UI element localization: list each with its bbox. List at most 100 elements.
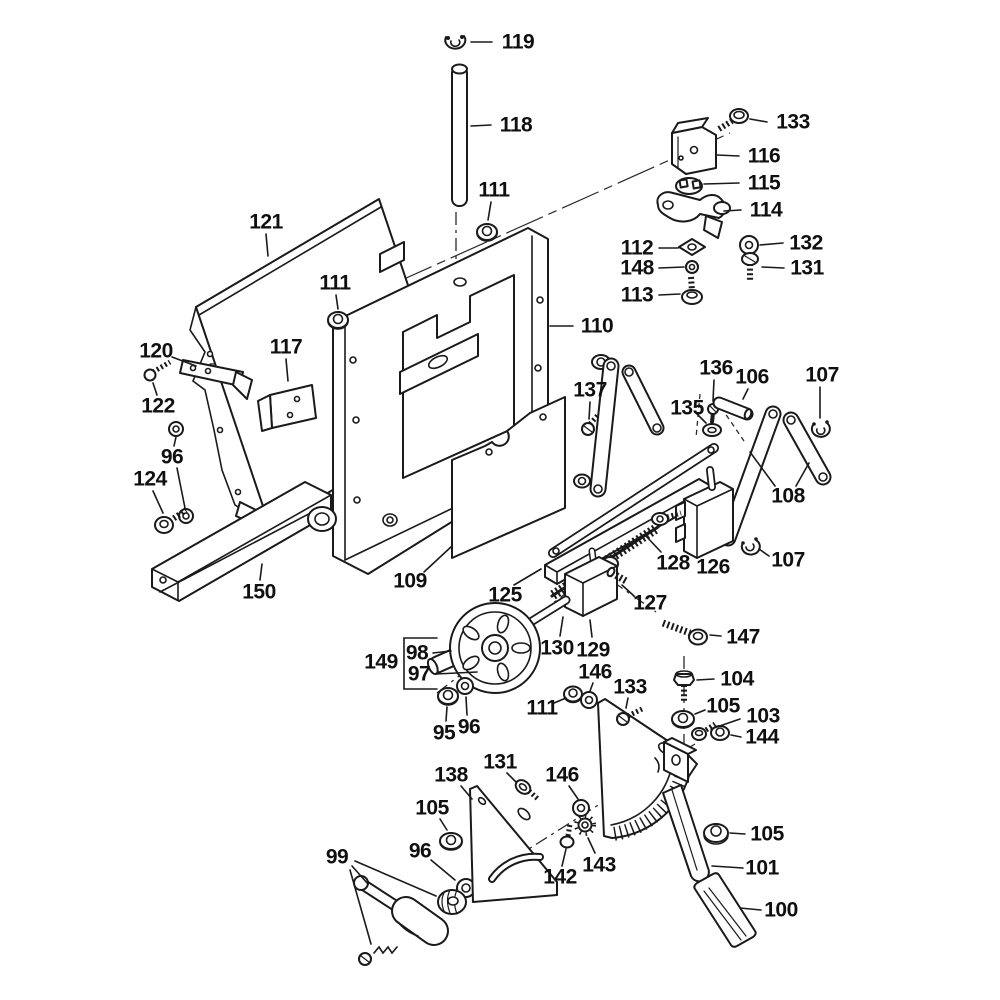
callout-122: 122: [141, 382, 175, 418]
part-104-bolt: [673, 670, 695, 703]
part-number-label: 146: [545, 764, 579, 787]
part-103-screw: [691, 721, 717, 741]
callout-107: 107: [805, 364, 839, 419]
part-number-label: 138: [434, 764, 468, 787]
part-number-label: 117: [270, 336, 302, 359]
part-number-label: 121: [249, 211, 283, 234]
callout-111: 111: [478, 179, 511, 221]
callout-99: 99: [326, 846, 437, 945]
part-number-label: 110: [581, 315, 613, 338]
part-144-nut: [710, 725, 730, 741]
part-107-ering-lower: [740, 537, 761, 556]
callout-121: 121: [249, 211, 284, 257]
part-95-nut: [437, 687, 459, 706]
part-105-nut-a: [671, 710, 695, 729]
part-linkage-arms: [573, 354, 665, 498]
part-number-label: 106: [735, 366, 769, 389]
part-number-label: 125: [488, 584, 522, 607]
callout-128: 128: [644, 534, 691, 575]
part-number-label: 111: [319, 272, 351, 295]
callout-131: 131: [483, 751, 518, 783]
callout-133: 133: [749, 111, 810, 134]
callout-148: 148: [620, 257, 685, 280]
part-146-washer-b: [572, 799, 590, 817]
part-96-washer-center: [456, 677, 474, 695]
part-109-plate: [451, 396, 566, 559]
part-number-label: 113: [621, 284, 653, 307]
part-118-rod: [451, 63, 468, 207]
part-131-screw-b: [514, 779, 541, 802]
part-number-label: 107: [805, 364, 839, 387]
part-number-label: 132: [789, 232, 823, 255]
callout-103: 103: [710, 705, 780, 730]
part-127-pin: [606, 566, 628, 585]
part-number-label: 135: [670, 397, 704, 420]
part-97-wheel: [449, 602, 541, 694]
part-number-label: 129: [576, 639, 610, 662]
callout-133: 133: [613, 676, 647, 709]
part-132-washer: [739, 235, 759, 255]
part-number-label: 131: [483, 751, 517, 774]
part-148-washer: [685, 260, 699, 274]
part-number-label: 120: [139, 340, 173, 363]
callout-105: 105: [415, 797, 450, 831]
part-number-label: 142: [543, 866, 577, 889]
callout-115: 115: [703, 172, 782, 195]
part-111-nut-top: [476, 223, 498, 242]
callout-113: 113: [621, 284, 681, 307]
callout-106: 106: [735, 366, 769, 400]
part-number-label: 143: [582, 854, 616, 877]
part-number-label: 133: [776, 111, 810, 134]
callout-117: 117: [270, 336, 303, 382]
part-133-bolt-top: [717, 108, 749, 132]
part-126-carriage-block: [651, 466, 734, 559]
part-96-washer-left: [168, 421, 194, 524]
callout-119: 119: [470, 31, 535, 54]
callout-143: 143: [582, 837, 616, 877]
part-number-label: 115: [748, 172, 781, 195]
callout-131: 131: [761, 257, 825, 280]
callout-105: 105: [694, 695, 741, 718]
part-135-washer: [702, 423, 722, 437]
part-107-ering-top: [810, 420, 831, 438]
callout-135: 135: [670, 397, 707, 424]
part-number-label: 124: [133, 468, 167, 491]
part-number-label: 114: [750, 199, 783, 222]
part-number-label: 112: [621, 237, 653, 260]
part-number-label: 144: [745, 726, 779, 749]
callout-96: 96: [458, 696, 481, 739]
callout-105: 105: [729, 823, 785, 846]
part-111-nut-lower: [563, 685, 583, 704]
part-101-handle-bar: [662, 784, 710, 883]
part-number-label: 118: [500, 114, 533, 137]
part-number-label: 147: [726, 626, 760, 649]
part-number-label: 103: [746, 705, 780, 728]
part-100-grip-sleeve: [693, 872, 757, 948]
callout-137: 137: [573, 379, 607, 420]
callout-126: 126: [696, 556, 730, 579]
callout-146: 146: [578, 661, 612, 692]
part-108-arms: [719, 405, 832, 547]
part-number-label: 96: [161, 446, 183, 469]
callout-149: 149: [364, 637, 438, 690]
part-143-star-washer: [574, 814, 596, 836]
part-131-screw-top: [741, 252, 759, 280]
callout-130: 130: [540, 616, 574, 660]
part-number-label: 97: [408, 663, 430, 686]
callout-118: 118: [470, 114, 534, 137]
callout-124: 124: [133, 468, 168, 514]
callout-114: 114: [723, 199, 784, 222]
part-138-lock-plate: [469, 785, 558, 903]
part-number-label: 108: [771, 485, 805, 508]
part-number-label: 111: [526, 697, 558, 720]
callout-98: 98: [406, 642, 452, 665]
callout-97: 97: [408, 663, 478, 686]
callout-125: 125: [488, 568, 542, 607]
part-number-label: 133: [613, 676, 647, 699]
part-146-washer-a: [580, 691, 598, 709]
callout-111: 111: [319, 272, 352, 310]
part-number-label: 105: [750, 823, 784, 846]
part-number-label: 149: [364, 651, 398, 674]
callout-129: 129: [576, 619, 610, 662]
